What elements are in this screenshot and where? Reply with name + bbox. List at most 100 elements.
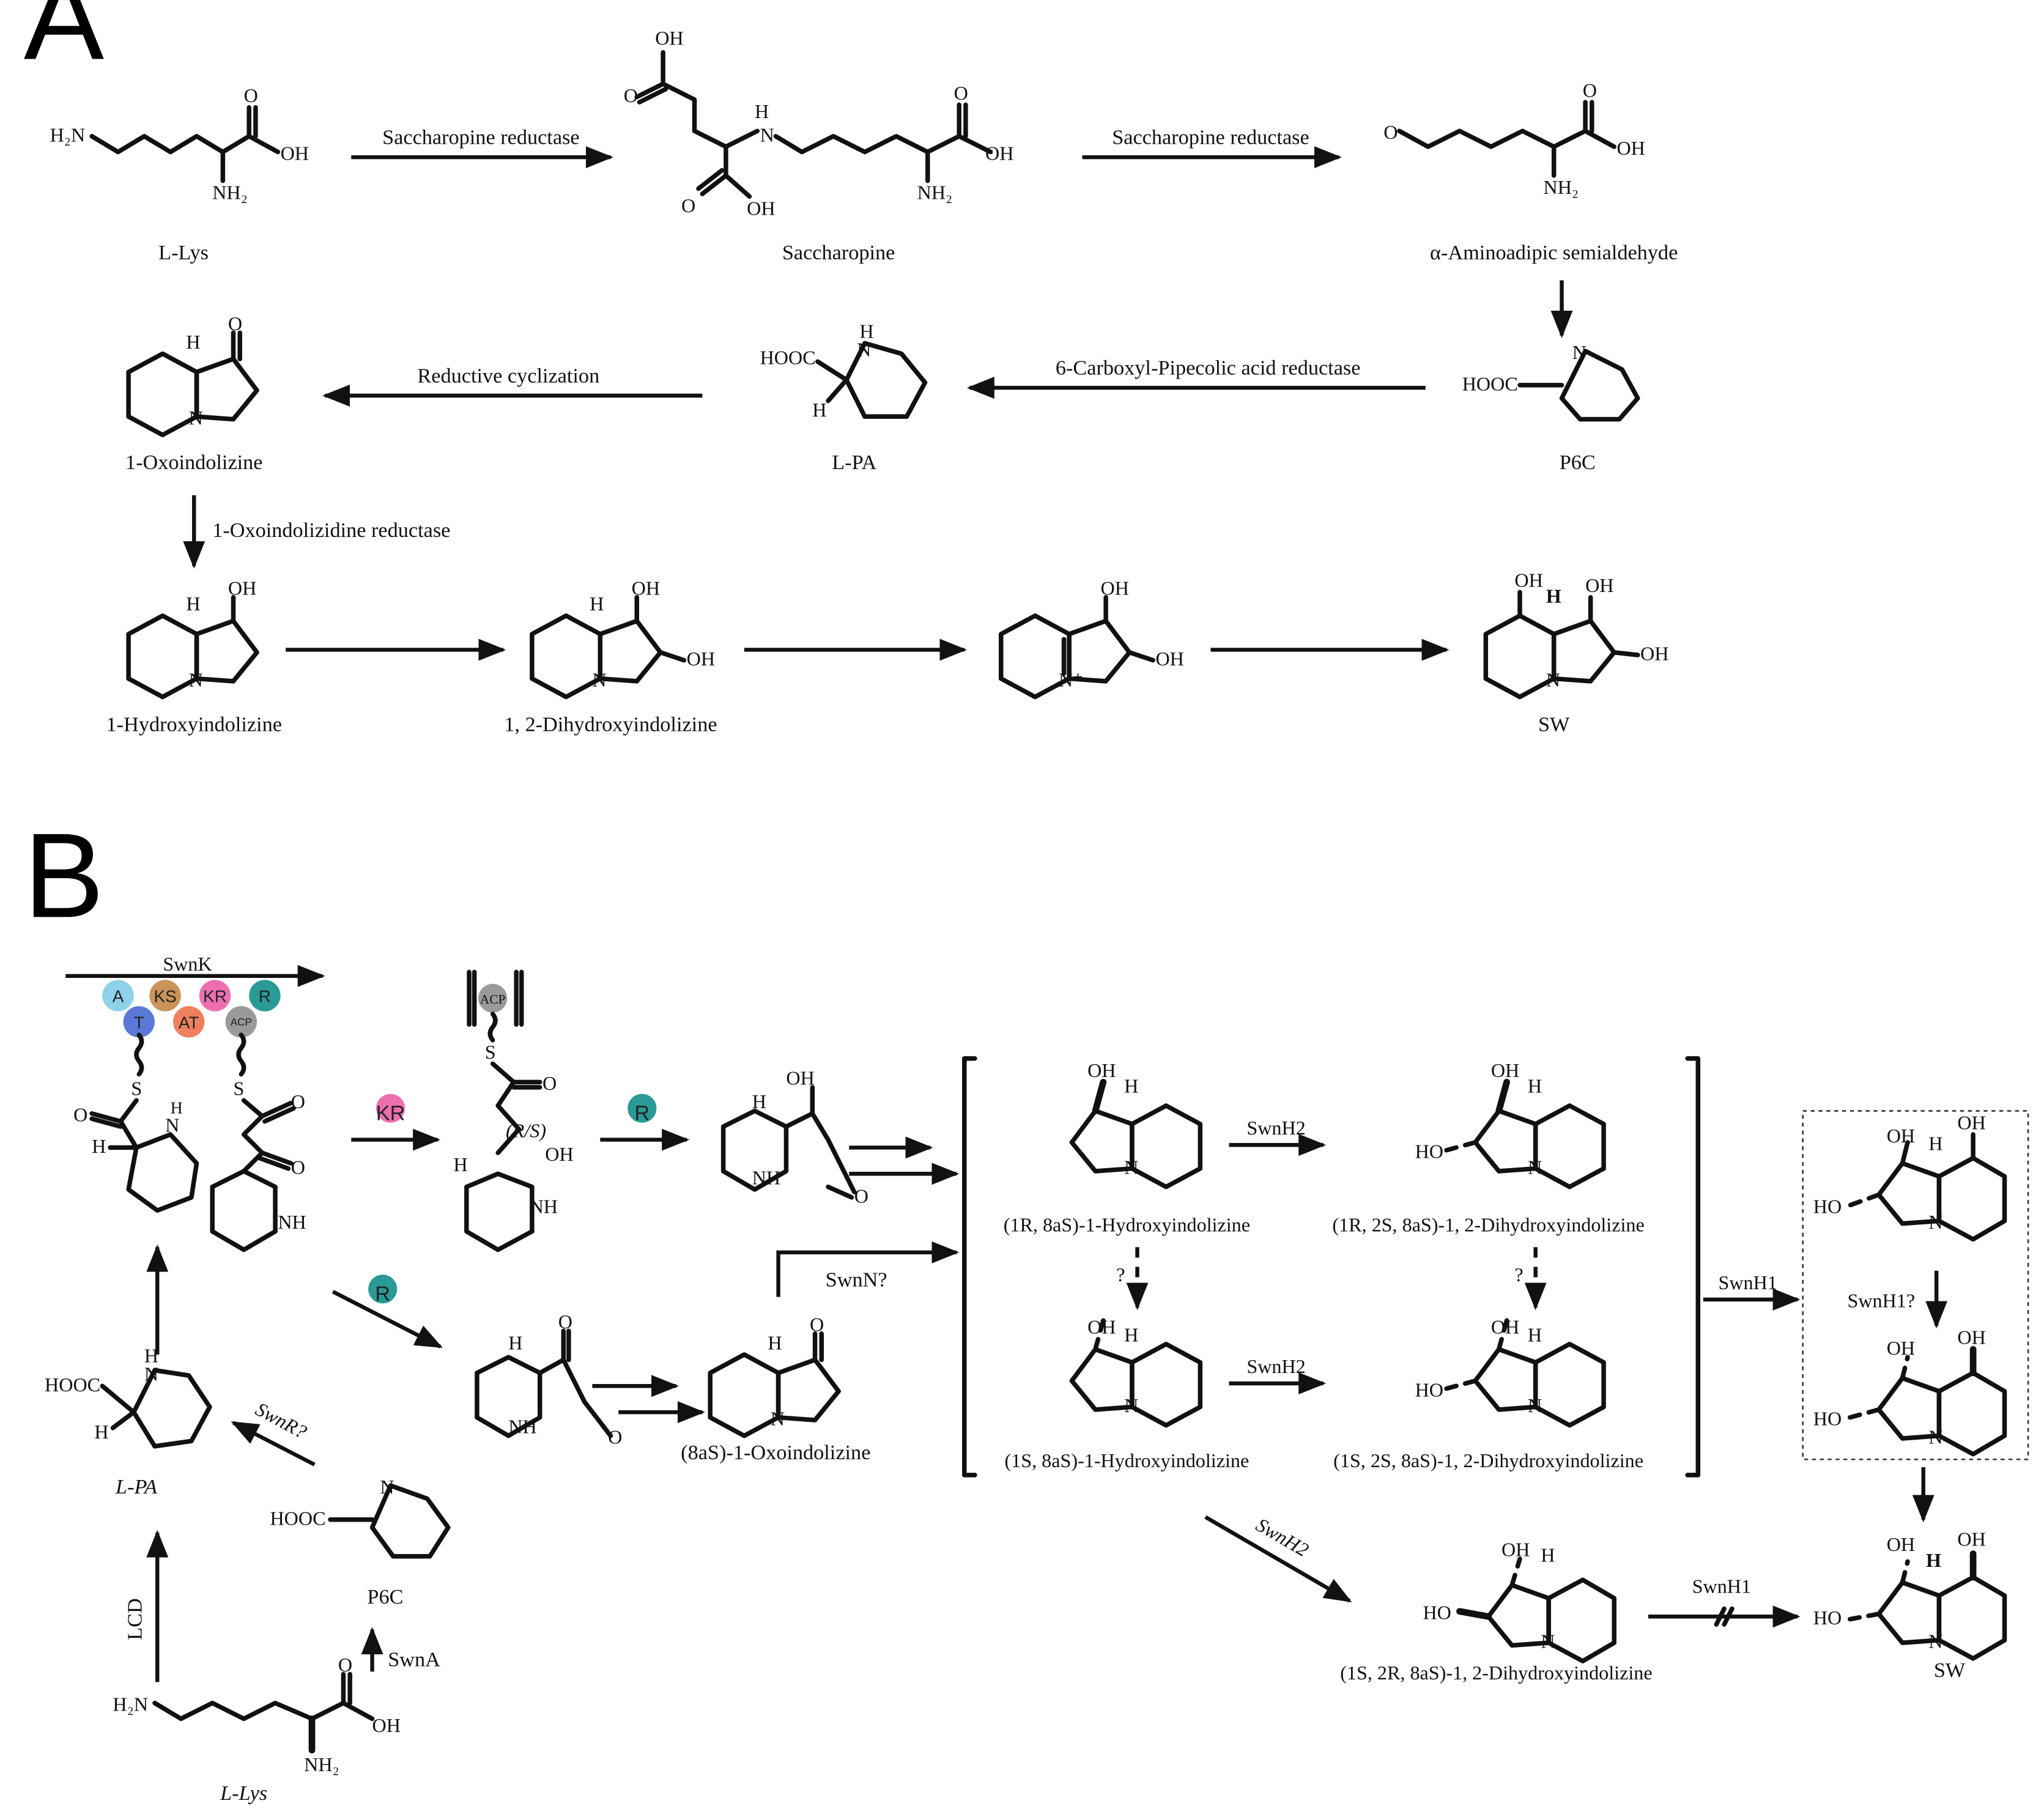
- label-saccharopine: Saccharopine: [782, 241, 895, 264]
- enzyme-a3: 6-Carboxyl-Pipecolic acid reductase: [1056, 357, 1361, 380]
- svg-text:O: O: [624, 84, 638, 106]
- svg-text:H: H: [1528, 1075, 1542, 1097]
- svg-text:HOOC: HOOC: [45, 1374, 100, 1396]
- label-c3: (1S, 8aS)-1-Hydroxyindolizine: [1005, 1449, 1250, 1471]
- label-sw-a: SW: [1538, 712, 1570, 736]
- kr-ball: KR: [376, 1094, 405, 1125]
- svg-text:KR: KR: [376, 1101, 405, 1125]
- domain-acp-label: ACP: [231, 1016, 252, 1028]
- svg-text:OH: OH: [632, 577, 660, 599]
- svg-text:HO: HO: [1813, 1196, 1842, 1218]
- svg-text:N: N: [1124, 1156, 1138, 1178]
- structure-aminoadipic-semialdehyde: O O OH NH₂: [1383, 80, 1645, 199]
- arrow-r2: [331, 1290, 443, 1349]
- svg-text:OH: OH: [1585, 574, 1613, 596]
- svg-text:S: S: [131, 1078, 142, 1100]
- svg-text:NH₂: NH₂: [304, 1753, 339, 1775]
- structure-sw-b: OH OH HO H N: [1813, 1528, 2007, 1661]
- svg-text:O: O: [608, 1426, 622, 1448]
- svg-text:N: N: [1572, 341, 1587, 363]
- svg-text:OH: OH: [1887, 1337, 1915, 1359]
- domain-a-label: A: [113, 987, 124, 1006]
- svg-text:S: S: [233, 1078, 244, 1100]
- structure-c3: OH H N: [1069, 1316, 1203, 1428]
- domain-ks-ball: [149, 980, 181, 1012]
- svg-text:N: N: [1928, 1630, 1942, 1652]
- svg-text:H: H: [755, 100, 769, 122]
- structure-c4: OH HO H N: [1415, 1316, 1606, 1428]
- structure-dihydroxyindolizine-a: OH OH H N: [530, 577, 715, 700]
- enzyme-swnh2-c: SwnH2: [1253, 1514, 1313, 1561]
- svg-text:HO: HO: [1415, 1141, 1443, 1163]
- structure-hydroxy-aldehyde: NH H OH O: [720, 1067, 868, 1207]
- svg-text:N: N: [165, 1114, 179, 1136]
- structure-lys-b: H₂N O OH NH₂: [113, 1654, 401, 1775]
- domain-at-ball: [172, 1006, 205, 1038]
- q-label-1: ?: [1116, 1264, 1125, 1286]
- svg-text:H₂N: H₂N: [50, 124, 86, 146]
- svg-text:O: O: [854, 1185, 868, 1207]
- svg-text:N: N: [380, 1476, 394, 1498]
- structure-lpa-a: H N HOOC H: [760, 320, 928, 421]
- structure-lpa-b: H N HOOC H: [45, 1345, 212, 1449]
- domain-t-label: T: [134, 1013, 144, 1032]
- svg-text:N: N: [1928, 1426, 1942, 1448]
- svg-text:O: O: [954, 82, 968, 104]
- svg-text:ACP: ACP: [480, 992, 506, 1007]
- domain-r-ball: [249, 980, 281, 1012]
- label-oxoindolizine-a: 1-Oxoindolizine: [125, 451, 263, 474]
- svg-text:OH: OH: [1887, 1125, 1915, 1147]
- svg-text:N: N: [1928, 1211, 1942, 1233]
- domain-kr-label: KR: [203, 987, 227, 1006]
- svg-text:HO: HO: [1813, 1607, 1842, 1629]
- structure-c5: OH HO H N: [1423, 1539, 1616, 1663]
- svg-text:O: O: [228, 313, 242, 335]
- svg-text:O: O: [291, 1156, 305, 1178]
- svg-text:N: N: [771, 1408, 785, 1430]
- structure-acp-reduced: ACP S O (R/S) OH H NH: [453, 969, 574, 1253]
- svg-text:R: R: [375, 1282, 390, 1306]
- svg-text:NH₂: NH₂: [1544, 176, 1579, 198]
- svg-text:OH: OH: [1957, 1111, 1985, 1133]
- enzyme-lcd: LCD: [124, 1598, 147, 1640]
- enzyme-a5: 1-Oxoindolizidine reductase: [212, 519, 450, 542]
- domain-r-label: R: [259, 987, 271, 1006]
- svg-text:H: H: [508, 1331, 522, 1353]
- arrow-swnn: [776, 1241, 960, 1297]
- label-lpa-b: L-PA: [115, 1475, 158, 1498]
- label-sw-b: SW: [1934, 1659, 1966, 1682]
- enzyme-swna: SwnA: [388, 1648, 440, 1671]
- svg-text:N: N: [144, 1363, 158, 1385]
- svg-text:N: N: [592, 668, 606, 690]
- enzyme-swnh2-a: SwnH2: [1246, 1117, 1305, 1139]
- svg-text:N: N: [857, 339, 871, 361]
- svg-text:HO: HO: [1813, 1408, 1842, 1430]
- structure-box-bottom: OH OH HO N: [1813, 1327, 2007, 1457]
- svg-text:NH: NH: [752, 1166, 780, 1188]
- svg-text:H: H: [144, 1345, 158, 1367]
- q-label-2: ?: [1514, 1264, 1523, 1286]
- svg-text:OH: OH: [1087, 1316, 1116, 1338]
- svg-text:H: H: [1541, 1544, 1555, 1566]
- svg-text:OH: OH: [228, 577, 256, 599]
- svg-text:H: H: [1926, 1549, 1941, 1571]
- svg-text:OH: OH: [1616, 137, 1645, 159]
- svg-text:NH: NH: [508, 1415, 536, 1437]
- arrow-swnr: [231, 1421, 316, 1467]
- svg-text:O: O: [338, 1654, 352, 1676]
- svg-text:H: H: [1528, 1323, 1542, 1345]
- label-aminoadipic-semialdehyde: α-Aminoadipic semialdehyde: [1430, 241, 1678, 264]
- svg-text:OH: OH: [545, 1143, 573, 1165]
- svg-text:NH₂: NH₂: [212, 182, 248, 204]
- svg-text:OH: OH: [1155, 648, 1183, 670]
- svg-text:H: H: [1124, 1323, 1138, 1345]
- svg-text:H: H: [752, 1090, 766, 1112]
- structure-iminium: OH OH N⁺: [998, 577, 1184, 700]
- svg-text:N: N: [1541, 1630, 1555, 1652]
- structure-sw-a: OH OH OH H N: [1483, 569, 1668, 700]
- structure-oxoindolizine-a: O H N: [126, 313, 259, 437]
- enzyme-swnh1-b: SwnH1?: [1847, 1290, 1915, 1312]
- svg-text:OH: OH: [786, 1067, 814, 1089]
